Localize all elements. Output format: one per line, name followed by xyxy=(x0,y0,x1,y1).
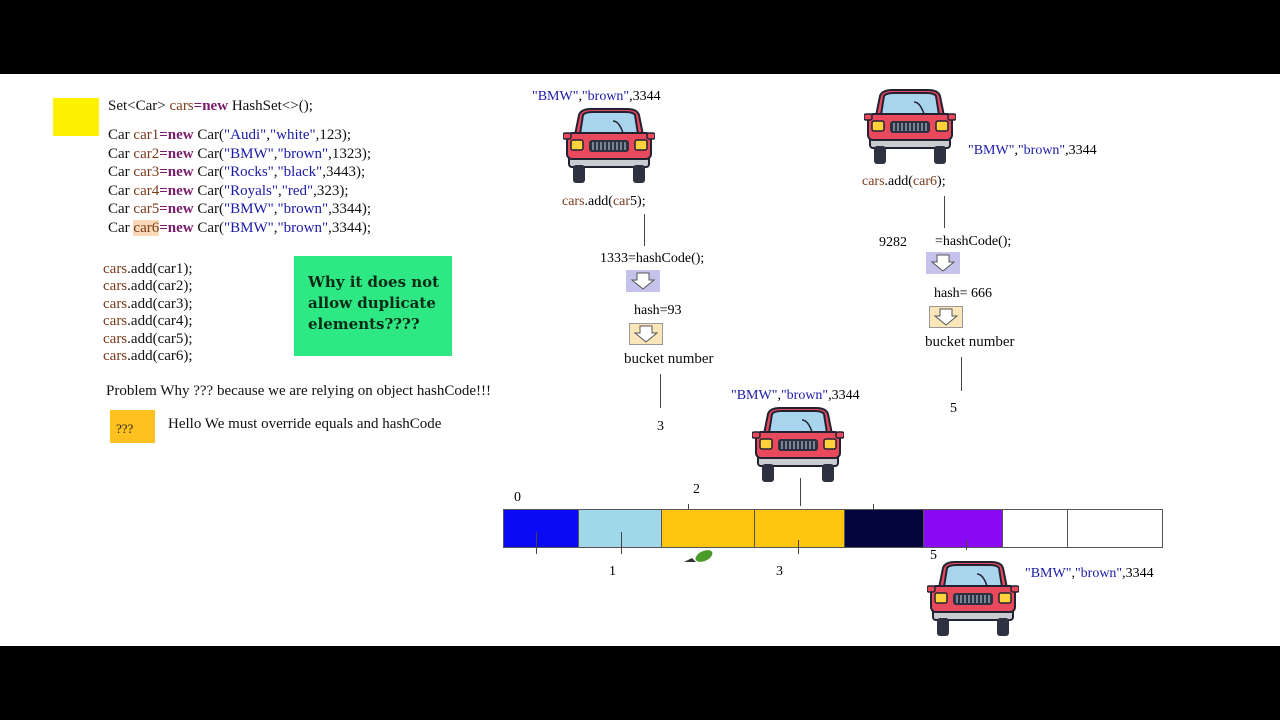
callout-line-1: Why it does not xyxy=(308,273,440,291)
bucket-cell xyxy=(924,509,1003,548)
hello-text: Hello We must override equals and hashCo… xyxy=(168,416,442,432)
bucket-3-tick xyxy=(798,540,799,554)
bucket-cell xyxy=(1003,509,1068,548)
right-car-label: "BMW","brown",3344 xyxy=(968,143,1097,158)
middle-car-connector xyxy=(800,478,801,506)
bucket-cell xyxy=(662,509,755,548)
bucket-cell xyxy=(579,509,662,548)
middle-car-label: "BMW","brown",3344 xyxy=(731,388,860,403)
add-statement-line: cars.add(car5); xyxy=(103,330,193,347)
car-declaration-line: Car car4=new Car("Royals","red",323); xyxy=(108,182,349,199)
bucket-label-3: 3 xyxy=(776,564,783,579)
bucket-label-5: 5 xyxy=(930,548,937,563)
yellow-square xyxy=(53,98,99,136)
right-car-image xyxy=(864,88,956,172)
left-hashcode: 1333=hashCode(); xyxy=(600,251,705,266)
left-down-arrow-2-icon xyxy=(629,323,663,345)
left-add-car5: cars.add(car5); xyxy=(562,194,646,209)
add-statement-line: cars.add(car1); xyxy=(103,261,193,277)
duplicate-question-callout: Why it does not allow duplicate elements… xyxy=(294,256,452,356)
bucket-0-tick xyxy=(536,532,537,554)
problem-text: Problem Why ??? because we are relying o… xyxy=(106,383,491,399)
left-car-image xyxy=(563,107,655,191)
bucket-cell xyxy=(1068,509,1163,548)
left-bucket-result: 3 xyxy=(657,419,664,434)
add-statement-line: cars.add(car6); xyxy=(103,348,193,364)
add-statement-line: cars.add(car2); xyxy=(103,278,193,295)
add-statement-line: cars.add(car3); xyxy=(103,295,193,312)
car-declaration-line: Car car5=new Car("BMW","brown",3344); xyxy=(108,201,372,218)
car-declaration-line: Car car3=new Car("Rocks","black",3443); xyxy=(108,164,366,181)
leaf-cursor-icon xyxy=(682,550,714,569)
middle-car-image xyxy=(752,406,844,490)
callout-line-2: allow duplicate xyxy=(308,294,436,312)
right-bucket-number: bucket number xyxy=(925,334,1015,350)
bucket-mid-tick xyxy=(873,504,874,510)
bottom-car-image xyxy=(927,560,1019,644)
bucket-cell xyxy=(845,509,924,548)
right-hash-number: 9282 xyxy=(879,235,907,250)
right-bucket-result: 5 xyxy=(950,401,957,416)
right-connector-2 xyxy=(961,357,962,391)
right-down-arrow-2-icon xyxy=(929,306,963,328)
left-connector-1 xyxy=(644,214,645,246)
slide: Set<Car> cars=new HashSet<>(); Car car1=… xyxy=(0,74,1280,646)
left-car-label: "BMW","brown",3344 xyxy=(532,89,661,104)
left-down-arrow-1-icon xyxy=(626,270,660,292)
right-add-car6: cars.add(car6); xyxy=(862,174,946,189)
right-hashcode: =hashCode(); xyxy=(935,234,1012,249)
question-box-text: ??? xyxy=(116,421,134,436)
bucket-label-2: 2 xyxy=(693,482,700,497)
bucket-label-0: 0 xyxy=(514,490,521,505)
bucket-cell xyxy=(503,509,579,548)
callout-line-3: elements???? xyxy=(308,315,420,333)
bucket-1-tick xyxy=(621,532,622,554)
right-connector-1 xyxy=(944,196,945,228)
add-statement-line: cars.add(car4); xyxy=(103,313,193,330)
bucket-label-1: 1 xyxy=(609,564,616,579)
car-declaration-line: Car car1=new Car("Audi","white",123); xyxy=(108,127,352,143)
bucket-5-tick xyxy=(966,540,967,550)
car-declaration-line: Car car2=new Car("BMW","brown",1323); xyxy=(108,145,372,162)
bottom-car-label: "BMW","brown",3344 xyxy=(1025,566,1154,581)
right-down-arrow-1-icon xyxy=(926,252,960,274)
left-hash-value: hash=93 xyxy=(634,303,682,318)
left-bucket-number: bucket number xyxy=(624,351,714,367)
left-connector-2 xyxy=(660,374,661,408)
right-hash-value: hash= 666 xyxy=(934,286,993,301)
set-declaration: Set<Car> cars=new HashSet<>(); xyxy=(108,98,313,114)
question-box: ??? xyxy=(110,410,155,443)
bucket-cell xyxy=(755,509,845,548)
car-declaration-line: Car car6=new Car("BMW","brown",3344); xyxy=(108,220,372,236)
